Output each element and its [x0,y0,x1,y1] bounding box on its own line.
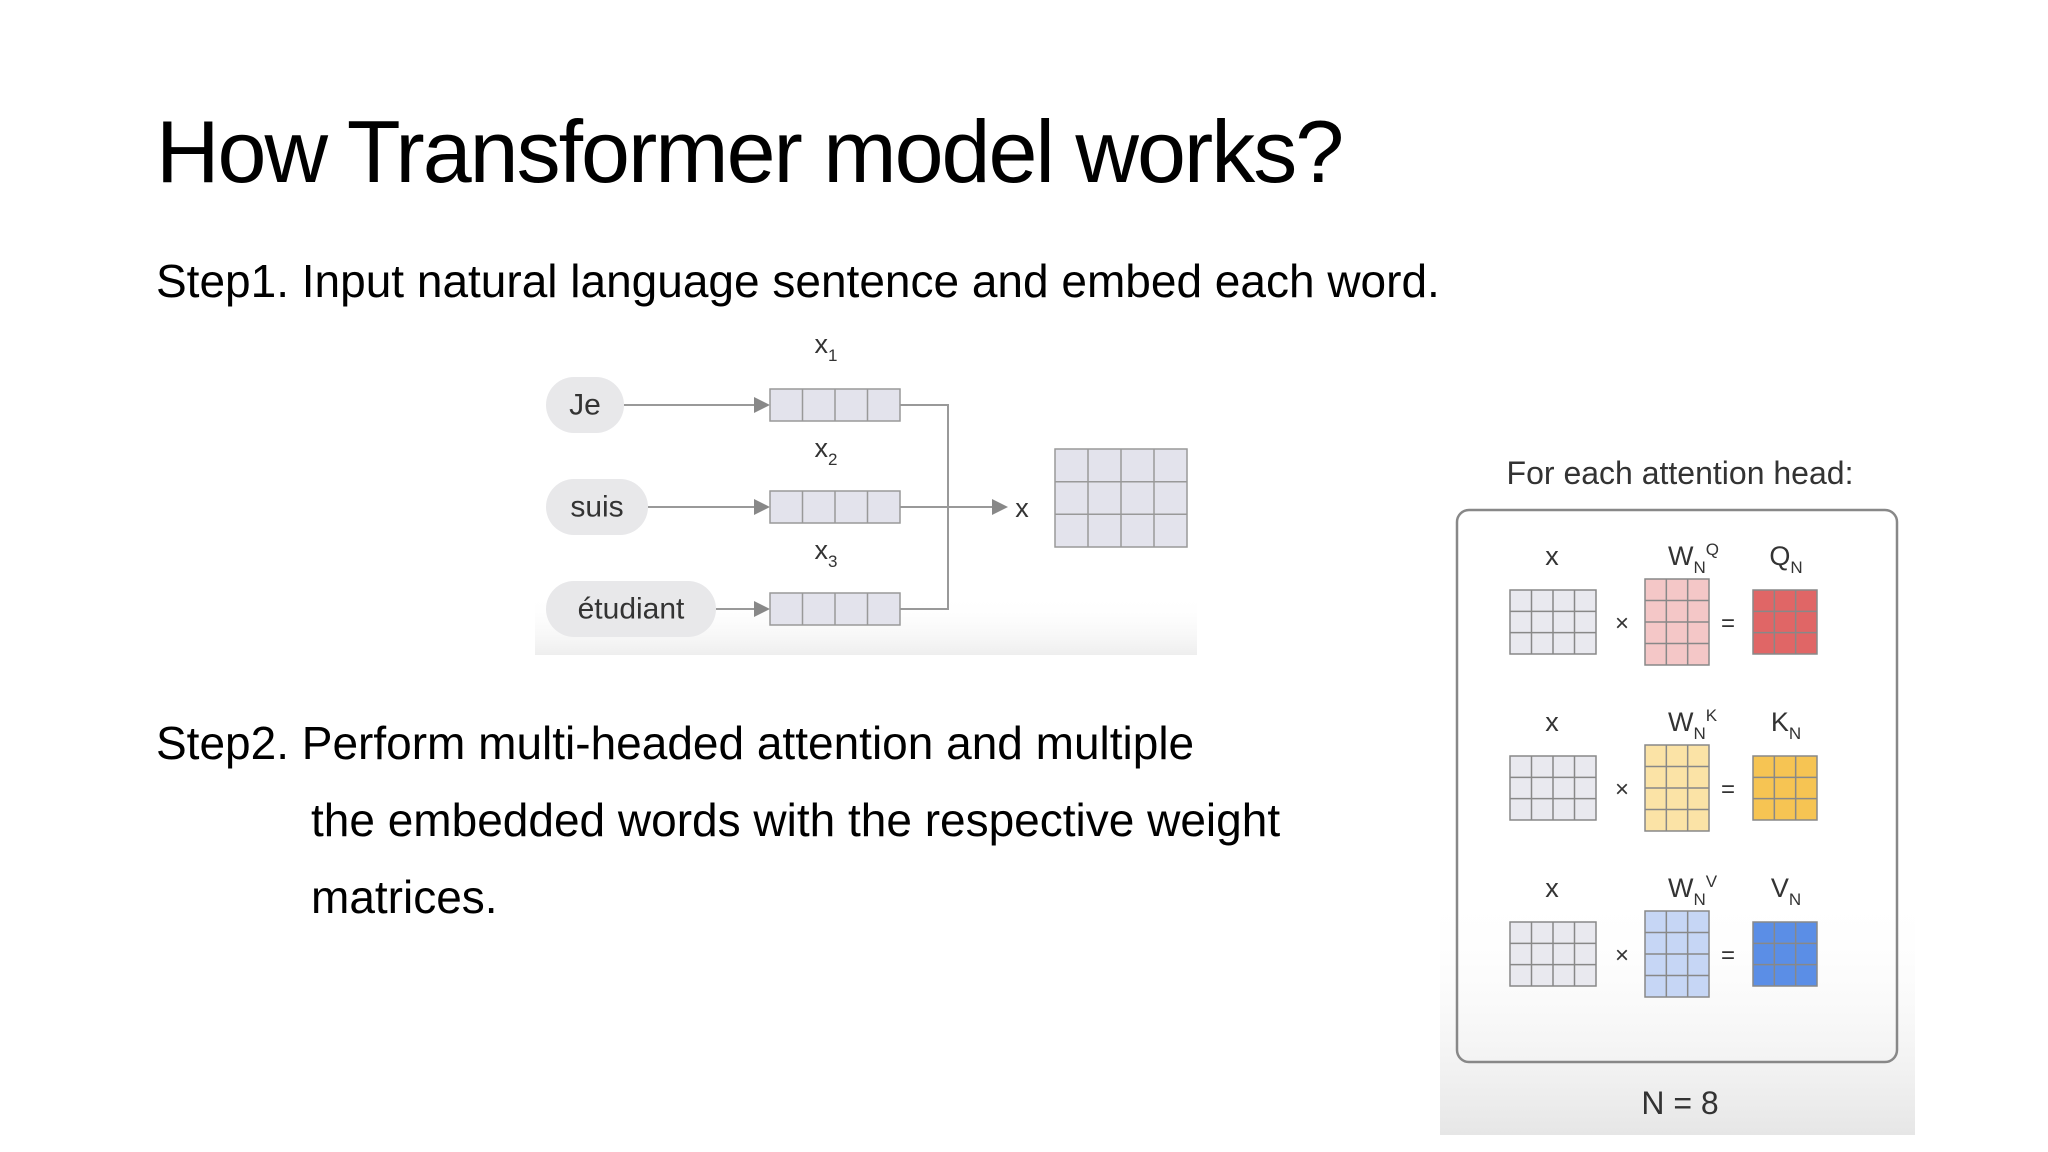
vector-label-x3: x3 [815,535,838,571]
output-label: KN [1771,707,1801,743]
word-pill-je: Je [546,377,624,433]
embedding-vector-x3 [769,592,901,626]
equals-sign: = [1721,610,1735,637]
input-label: x [1545,873,1559,903]
embedding-vector-x1 [769,388,901,422]
weight-label: WNV [1668,872,1718,909]
embedding-diagram: Je suis étudiant x1 x2 x3 x [535,329,1197,655]
input-matrix [1509,921,1597,987]
input-label: x [1545,707,1559,737]
times-sign: × [1615,942,1629,969]
embedding-vector-x2 [769,490,901,524]
matrix-label-x: x [1015,493,1029,523]
weight-matrix [1644,910,1710,998]
word-pill-etudiant: étudiant [546,581,716,637]
output-label: VN [1771,873,1801,909]
output-matrix [1752,755,1818,821]
attention-heading: For each attention head: [1507,455,1854,491]
equals-sign: = [1721,776,1735,803]
slide-title: How Transformer model works? [156,102,1344,201]
times-sign: × [1615,776,1629,803]
weight-matrix [1644,744,1710,832]
attention-row-value: x WNV VN × = [1509,872,1818,998]
input-matrix-x [1054,448,1188,548]
output-label: QN [1769,541,1802,577]
attention-row-query: x WNQ QN × = [1509,540,1818,666]
weight-label: WNQ [1668,540,1719,577]
vector-label-x2: x2 [815,433,838,469]
step2-line-2: the embedded words with the respective w… [311,794,1281,846]
step2-line-3: matrices. [311,871,498,923]
equals-sign: = [1721,942,1735,969]
svg-text:suis: suis [570,491,623,524]
input-matrix [1509,589,1597,655]
output-matrix [1752,921,1818,987]
svg-text:étudiant: étudiant [578,593,685,626]
times-sign: × [1615,610,1629,637]
word-pill-suis: suis [546,479,648,535]
input-matrix [1509,755,1597,821]
input-label: x [1545,541,1559,571]
attention-head-box [1455,508,1899,1064]
step2-line-1: Step2. Perform multi-headed attention an… [156,717,1195,769]
svg-text:Je: Je [569,389,601,422]
vector-label-x1: x1 [815,329,838,365]
attention-row-key: x WNK KN × = [1509,706,1818,832]
head-count: N = 8 [1641,1085,1718,1121]
weight-matrix [1644,578,1710,666]
step1-text: Step1. Input natural language sentence a… [156,255,1440,307]
output-matrix [1752,589,1818,655]
weight-label: WNK [1668,706,1718,743]
